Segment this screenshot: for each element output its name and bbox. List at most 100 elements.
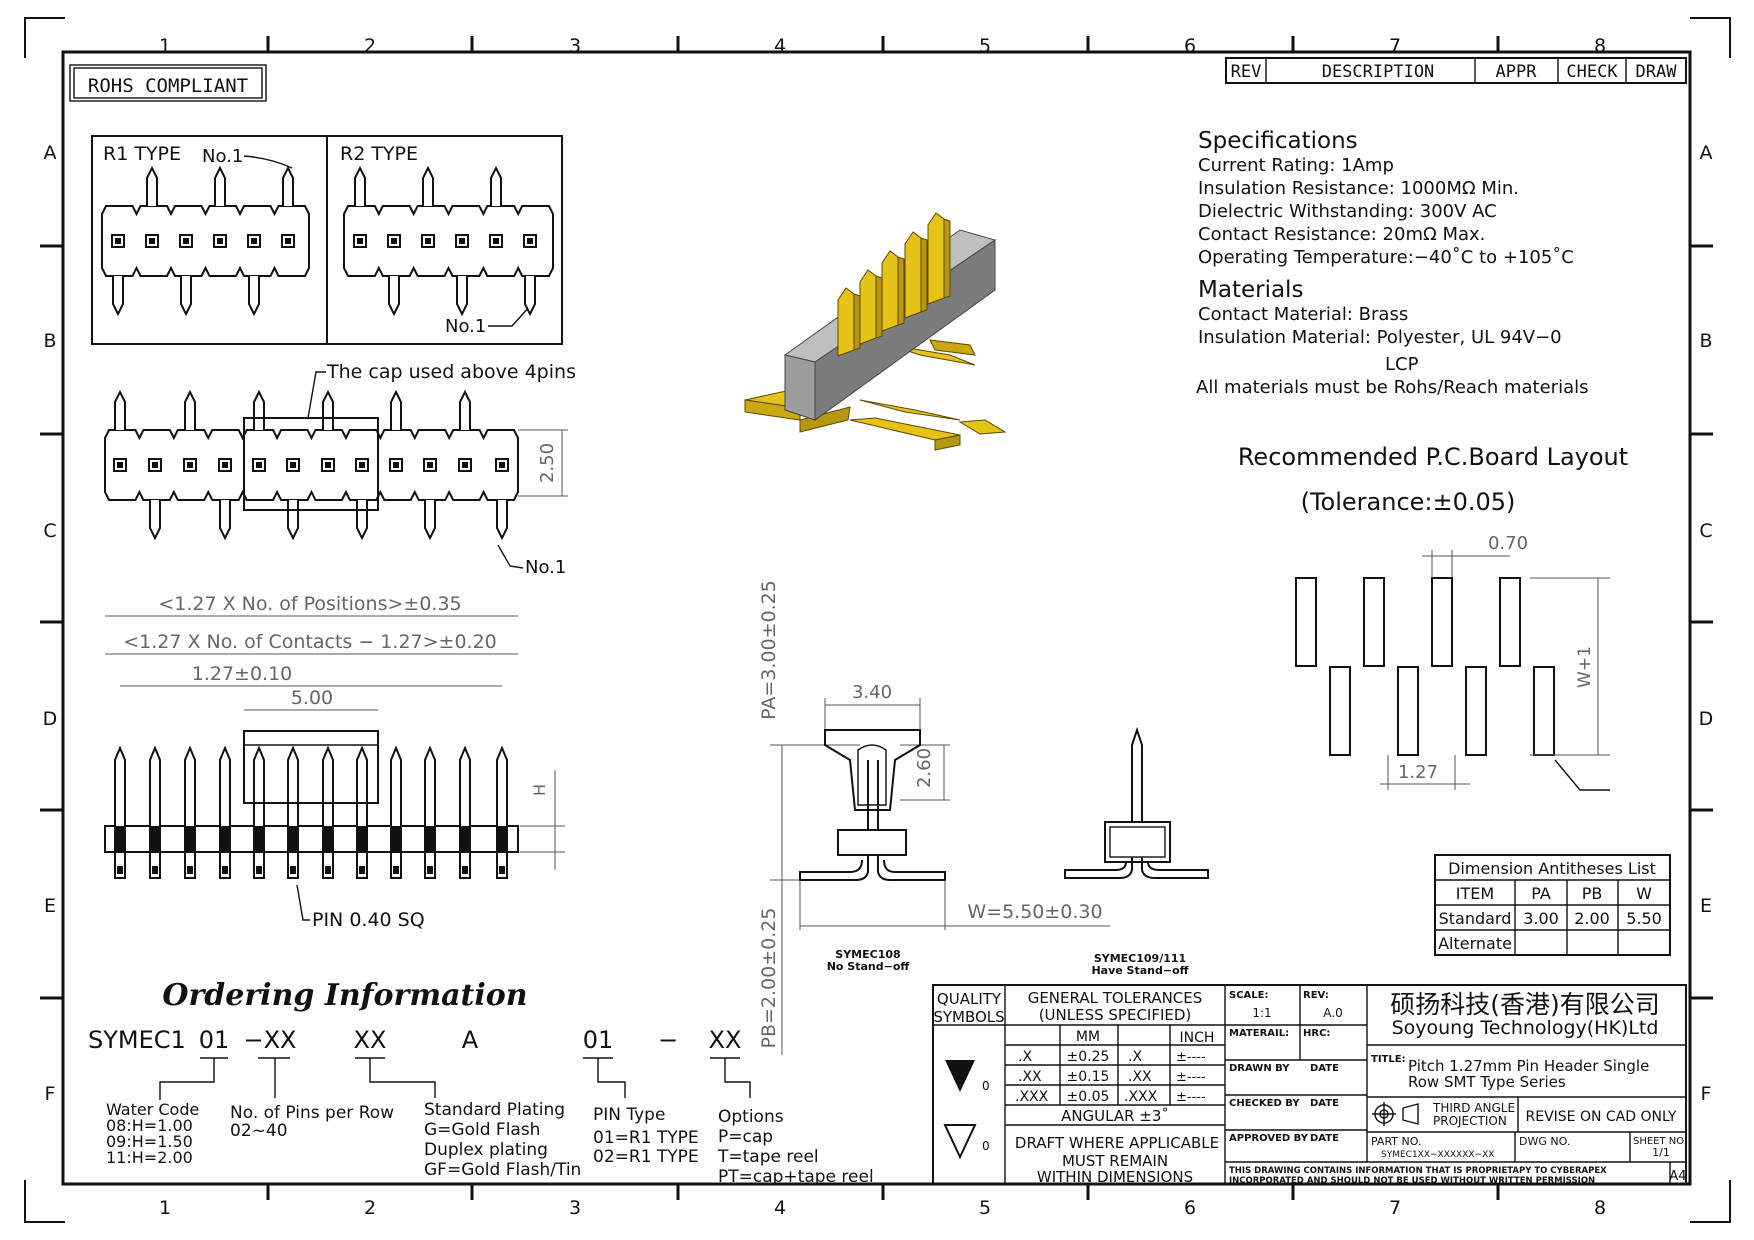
pin-down xyxy=(180,276,192,317)
isometric-render xyxy=(744,212,1007,451)
w340-dim: 3.40 xyxy=(852,682,892,703)
quality-sym2-val: 0 xyxy=(982,1139,990,1153)
ruler-row-label: E xyxy=(44,895,56,917)
r2-header-drawing xyxy=(343,165,554,317)
ruler-col-label: 8 xyxy=(1594,35,1606,57)
ruler-col-label: 1 xyxy=(159,35,171,57)
water-code-3: 11:H=2.00 xyxy=(106,1148,193,1167)
ruler-row-label: E xyxy=(1700,895,1712,917)
iso-pin xyxy=(904,231,922,319)
description-col: DESCRIPTION xyxy=(1322,62,1435,82)
front-pin-foot xyxy=(184,851,196,879)
antithesis-r1-pa: 3.00 xyxy=(1523,909,1559,928)
pin-sq-label: PIN 0.40 SQ xyxy=(312,909,425,931)
front-pin xyxy=(459,745,471,826)
ruler-row-label: F xyxy=(45,1083,56,1105)
front-pin xyxy=(356,745,368,826)
pin-up xyxy=(354,165,366,206)
front-pin-foot xyxy=(219,851,231,879)
cap-header-drawing xyxy=(104,389,519,541)
approved-date: DATE xyxy=(1310,1133,1339,1144)
quality-symbol-2 xyxy=(943,1124,977,1160)
pin-down xyxy=(496,500,508,541)
r1-type-label: R1 TYPE xyxy=(103,143,181,165)
front-housing xyxy=(104,825,519,853)
projection-1: THIRD ANGLE xyxy=(1432,1101,1515,1115)
part-label: PART NO. xyxy=(1371,1135,1421,1148)
front-pin-tip xyxy=(499,866,505,874)
antithesis-h-w: W xyxy=(1636,884,1652,903)
pins-range: 02~40 xyxy=(230,1121,288,1141)
pin-core xyxy=(187,462,193,468)
pin-up xyxy=(322,389,334,430)
spec-line-3: Dielectric Withstanding: 300V AC xyxy=(1198,201,1497,222)
drawn-date: DATE xyxy=(1310,1063,1339,1074)
tol-title-1: GENERAL TOLERANCES xyxy=(1028,989,1203,1007)
front-pin-tip xyxy=(427,866,433,874)
corner-marks xyxy=(24,17,1731,1223)
code-options: XX xyxy=(709,1026,742,1054)
ruler-col-label: 4 xyxy=(774,35,786,57)
dwg-label: DWG NO. xyxy=(1519,1135,1570,1148)
ruler-row-label: D xyxy=(43,708,58,730)
specifications: Specifications Current Rating: 1Amp Insu… xyxy=(1196,128,1588,398)
ruler-row-label: B xyxy=(1699,330,1712,352)
h260-dim: 2.60 xyxy=(914,748,935,788)
tol-r3-c2: ±0.05 xyxy=(1067,1089,1110,1105)
sheet-label: SHEET NO. xyxy=(1633,1136,1687,1147)
front-pin-tip xyxy=(222,866,228,874)
pcb-pad xyxy=(1295,577,1317,667)
spec-line-2: Insulation Resistance: 1000MΩ Min. xyxy=(1198,178,1519,199)
outer-border xyxy=(61,50,1692,1186)
iso-pin-side xyxy=(875,275,883,339)
front-pin-foot xyxy=(322,851,334,879)
projection-icon xyxy=(1372,1102,1419,1126)
rev-value: A.0 xyxy=(1323,1006,1342,1020)
pin-core xyxy=(499,462,505,468)
title-line-1: Pitch 1.27mm Pin Header Single xyxy=(1408,1057,1649,1075)
revise-note: REVISE ON CAD ONLY xyxy=(1526,1109,1677,1125)
front-pin xyxy=(390,745,402,826)
pcb-dim-070: 0.70 xyxy=(1488,533,1528,554)
sheet-size: A4 xyxy=(1669,1169,1686,1184)
hrc-label: HRC: xyxy=(1303,1028,1330,1039)
header-body xyxy=(343,205,554,277)
pin-core xyxy=(256,462,262,468)
pin-down xyxy=(388,276,400,317)
cap-no1: No.1 xyxy=(525,557,566,578)
r2-no1-label: No.1 xyxy=(445,316,486,337)
ruler-row-label: A xyxy=(44,142,57,164)
pin-core xyxy=(393,462,399,468)
front-pin-body xyxy=(390,826,402,852)
front-pin-body xyxy=(356,826,368,852)
pin-core xyxy=(183,238,189,244)
r1-no1-label: No.1 xyxy=(202,146,243,167)
pcb-pads xyxy=(1295,577,1555,756)
draw-col: DRAW xyxy=(1636,62,1678,82)
iso-pin-side xyxy=(897,256,905,326)
projection-2: PROJECTION xyxy=(1433,1114,1507,1128)
pin-core xyxy=(462,462,468,468)
front-pin-foot xyxy=(424,851,436,879)
contacts-dim: <1.27 X No. of Contacts − 1.27>±0.20 xyxy=(123,631,497,653)
front-pin xyxy=(322,745,334,826)
pa-dim: PA=3.00±0.25 xyxy=(758,580,780,720)
pin-up xyxy=(282,165,294,206)
side-views: PA=3.00±0.25 PB=2.00±0.25 3.40 2.60 W=5.… xyxy=(758,580,1209,1055)
front-pin xyxy=(496,745,508,826)
drawn-label: DRAWN BY xyxy=(1229,1063,1290,1074)
pin-down xyxy=(287,500,299,541)
front-pin xyxy=(114,745,126,826)
revision-table: REV DESCRIPTION APPR CHECK DRAW xyxy=(1225,57,1687,84)
front-pin-tip xyxy=(325,866,331,874)
pin-core xyxy=(222,462,228,468)
antithesis-h-pa: PA xyxy=(1531,884,1551,903)
ruler-col-label: 5 xyxy=(979,35,991,57)
symec109-label: SYMEC109/111 xyxy=(1094,952,1186,965)
front-pin-foot xyxy=(356,851,368,879)
pin-down xyxy=(424,500,436,541)
ruler-row-label: A xyxy=(1700,142,1713,164)
antithesis-h-pb: PB xyxy=(1582,884,1603,903)
water-code-1: 08:H=1.00 xyxy=(106,1116,193,1135)
antithesis-r1-pb: 2.00 xyxy=(1574,909,1610,928)
